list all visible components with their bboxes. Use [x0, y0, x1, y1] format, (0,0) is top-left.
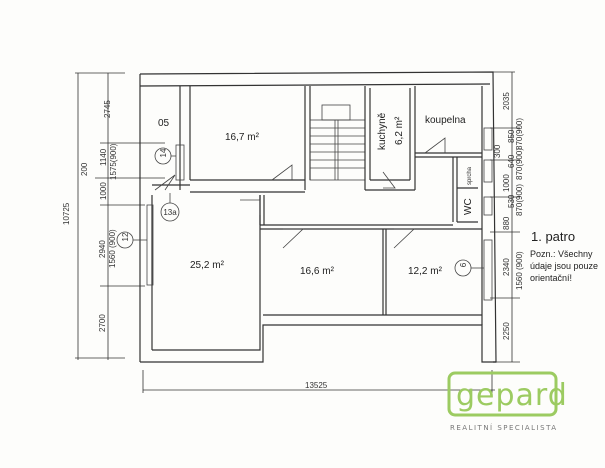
svg-text:1000: 1000 — [99, 182, 108, 200]
windows — [146, 127, 493, 301]
note-line-1: Pozn.: Všechny — [530, 249, 593, 259]
svg-text:1575(900): 1575(900) — [109, 143, 118, 180]
room-12-2-label: 12,2 m² — [408, 266, 443, 277]
svg-text:13a: 13a — [163, 208, 177, 217]
svg-text:880: 880 — [502, 216, 511, 230]
note-line-2: údaje jsou pouze — [530, 261, 598, 271]
svg-text:12: 12 — [121, 232, 130, 241]
svg-text:300: 300 — [493, 144, 502, 158]
left-dimensions: 10725 2745 200 1000 2940 2700 1140 1575(… — [62, 72, 165, 360]
marker-14: 14 — [154, 147, 176, 165]
wc-label: WC — [463, 198, 474, 215]
svg-text:870(900): 870(900) — [515, 184, 524, 216]
svg-text:1000: 1000 — [502, 174, 511, 192]
svg-text:2940: 2940 — [98, 240, 107, 258]
logo-tagline: REALITNÍ SPECIALISTA — [450, 423, 558, 432]
svg-text:2250: 2250 — [502, 322, 511, 340]
svg-text:850: 850 — [507, 129, 516, 143]
right-dimensions: 2035 300 1000 880 2340 2250 850 870(900)… — [490, 71, 524, 363]
svg-text:13525: 13525 — [305, 381, 328, 390]
door-swings — [154, 137, 446, 249]
svg-text:870(900): 870(900) — [515, 118, 524, 150]
marker-12: 12 — [116, 231, 147, 249]
svg-text:2035: 2035 — [502, 92, 511, 110]
svg-text:1560 (900): 1560 (900) — [108, 229, 117, 268]
gepard-logo: gepard REALITNÍ SPECIALISTA — [447, 371, 568, 432]
svg-text:870(900): 870(900) — [515, 148, 524, 180]
svg-text:2340: 2340 — [502, 258, 511, 276]
note-line-3: orientační! — [530, 273, 572, 283]
stairs — [310, 120, 365, 180]
svg-text:640: 640 — [507, 154, 516, 168]
room-16-7-label: 16,7 m² — [225, 132, 260, 143]
marker-9: 9 — [454, 259, 484, 277]
room-25-2-label: 25,2 m² — [190, 260, 225, 271]
svg-text:2700: 2700 — [98, 314, 107, 332]
svg-text:1560 (900): 1560 (900) — [515, 251, 524, 290]
svg-text:2745: 2745 — [103, 100, 112, 118]
sprcha-label: sprcha — [467, 166, 473, 185]
svg-text:530: 530 — [507, 194, 516, 208]
svg-text:10725: 10725 — [62, 202, 71, 225]
svg-text:1140: 1140 — [99, 148, 108, 166]
svg-text:200: 200 — [80, 162, 89, 176]
logo-name: gepard — [456, 378, 568, 413]
room-16-6-label: 16,6 m² — [300, 266, 335, 277]
kuchyne-area: 6,2 m² — [394, 116, 405, 145]
floor-title: 1. patro — [531, 229, 575, 244]
kuchyne-label: kuchyně — [377, 112, 388, 150]
bottom-dimension: 13525 — [142, 370, 495, 393]
svg-text:14: 14 — [159, 148, 168, 157]
svg-text:9: 9 — [458, 263, 467, 268]
marker-13a: 13a — [160, 193, 180, 222]
koupelna-label: koupelna — [425, 115, 466, 126]
room-05-label: 05 — [158, 118, 170, 129]
